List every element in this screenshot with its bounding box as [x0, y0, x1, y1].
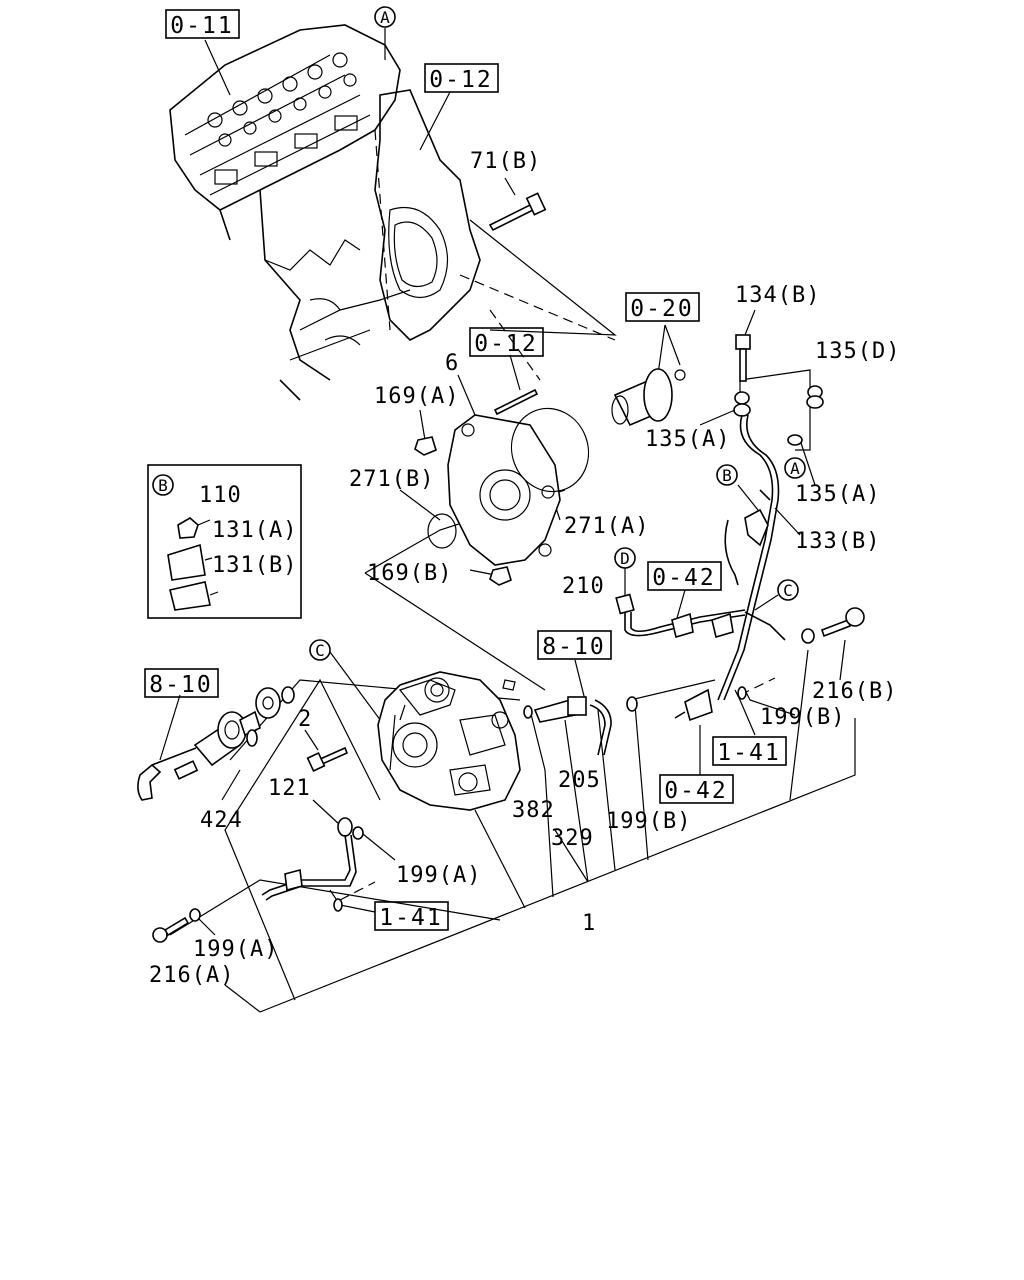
gear-0-20 — [611, 368, 686, 427]
parts-drawings — [137, 192, 865, 943]
label-6: 6 — [445, 351, 459, 376]
svg-text:A: A — [790, 459, 800, 478]
label-2: 2 — [298, 707, 312, 732]
svg-text:C: C — [315, 641, 325, 660]
ref-0-12-mid[interactable]: 0-12 — [469, 327, 544, 357]
label-1: 1 — [582, 911, 596, 936]
svg-text:1-41: 1-41 — [379, 905, 442, 931]
ref-0-20[interactable]: 0-20 — [625, 292, 700, 322]
svg-text:0-12: 0-12 — [429, 67, 492, 93]
svg-text:C: C — [783, 581, 793, 600]
label-133b: 133(B) — [795, 529, 880, 554]
pipe-121 — [261, 817, 376, 912]
bolt-216b — [801, 607, 865, 644]
label-424: 424 — [200, 808, 243, 833]
label-199a-low: 199(A) — [193, 937, 278, 962]
svg-text:0-12: 0-12 — [474, 331, 537, 357]
label-199b-mid: 199(B) — [606, 809, 691, 834]
guide-lines — [159, 28, 856, 1013]
label-169b: 169(B) — [367, 561, 452, 586]
bolt-216a — [152, 908, 201, 943]
bolt-134b — [735, 334, 751, 382]
svg-text:8-10: 8-10 — [149, 672, 212, 698]
marker-b-inset: B — [152, 474, 174, 496]
label-199b-right: 199(B) — [760, 705, 845, 730]
label-135d: 135(D) — [815, 339, 900, 364]
svg-text:B: B — [722, 466, 732, 485]
solenoid-valve — [137, 686, 295, 801]
label-382: 382 — [512, 798, 555, 823]
plate-6 — [447, 414, 561, 566]
circle-markers: A A B B C C D — [152, 6, 806, 661]
label-135a-left: 135(A) — [645, 427, 730, 452]
ref-8-10-left[interactable]: 8-10 — [144, 668, 219, 698]
label-205: 205 — [558, 768, 601, 793]
pipe-210 — [615, 593, 786, 641]
marker-c-pump: C — [309, 639, 331, 661]
label-169a: 169(A) — [374, 384, 459, 409]
svg-text:0-42: 0-42 — [664, 778, 727, 804]
ref-0-12-top[interactable]: 0-12 — [424, 63, 499, 93]
pipe-133b — [717, 414, 780, 701]
bolt-71b — [488, 192, 547, 232]
banjo-fitting-right — [674, 677, 776, 722]
ref-8-10-mid[interactable]: 8-10 — [537, 630, 612, 660]
label-271b: 271(B) — [349, 467, 434, 492]
marker-a-right: A — [784, 457, 806, 479]
svg-text:1-41: 1-41 — [717, 740, 780, 766]
label-131b: 131(B) — [212, 553, 297, 578]
ref-0-11[interactable]: 0-11 — [165, 9, 240, 39]
label-216a: 216(A) — [149, 963, 234, 988]
svg-text:8-10: 8-10 — [542, 634, 605, 660]
fuel-pump-body — [377, 671, 521, 811]
ref-0-42-mid[interactable]: 0-42 — [647, 561, 722, 591]
label-271a: 271(A) — [564, 514, 649, 539]
svg-text:D: D — [620, 549, 630, 568]
svg-text:0-20: 0-20 — [630, 296, 693, 322]
ref-1-41-right[interactable]: 1-41 — [712, 736, 787, 766]
svg-text:0-11: 0-11 — [170, 13, 233, 39]
reference-boxes: 0-11 0-12 0-20 0-12 0-42 8-10 8-10 1-41 — [144, 9, 787, 931]
bolt-2 — [306, 746, 349, 772]
svg-text:A: A — [380, 8, 390, 27]
label-134b: 134(B) — [735, 283, 820, 308]
marker-c-pipe: C — [777, 579, 799, 601]
marker-a-top: A — [374, 6, 396, 28]
label-71b: 71(B) — [470, 149, 541, 174]
svg-text:0-42: 0-42 — [652, 565, 715, 591]
label-131a: 131(A) — [212, 518, 297, 543]
label-121: 121 — [268, 776, 311, 801]
label-199a-mid: 199(A) — [396, 863, 481, 888]
ref-0-42-low[interactable]: 0-42 — [659, 774, 734, 804]
svg-text:B: B — [158, 476, 168, 495]
marker-b-pipe: B — [716, 464, 738, 486]
label-216b: 216(B) — [812, 679, 897, 704]
label-210: 210 — [562, 574, 605, 599]
label-329: 329 — [551, 826, 594, 851]
label-110: 110 — [199, 483, 242, 508]
sensor-parts — [502, 679, 638, 756]
marker-d-pipe: D — [614, 547, 636, 569]
gear-case-drawing — [374, 89, 481, 341]
label-135a-right: 135(A) — [795, 482, 880, 507]
cylinder-head-drawing — [169, 24, 411, 401]
inset-b — [147, 464, 302, 619]
part-labels: 71(B) 134(B) 135(D) 6 169(A) 135(A) 271(… — [149, 149, 900, 988]
ref-1-41-low[interactable]: 1-41 — [374, 901, 449, 931]
